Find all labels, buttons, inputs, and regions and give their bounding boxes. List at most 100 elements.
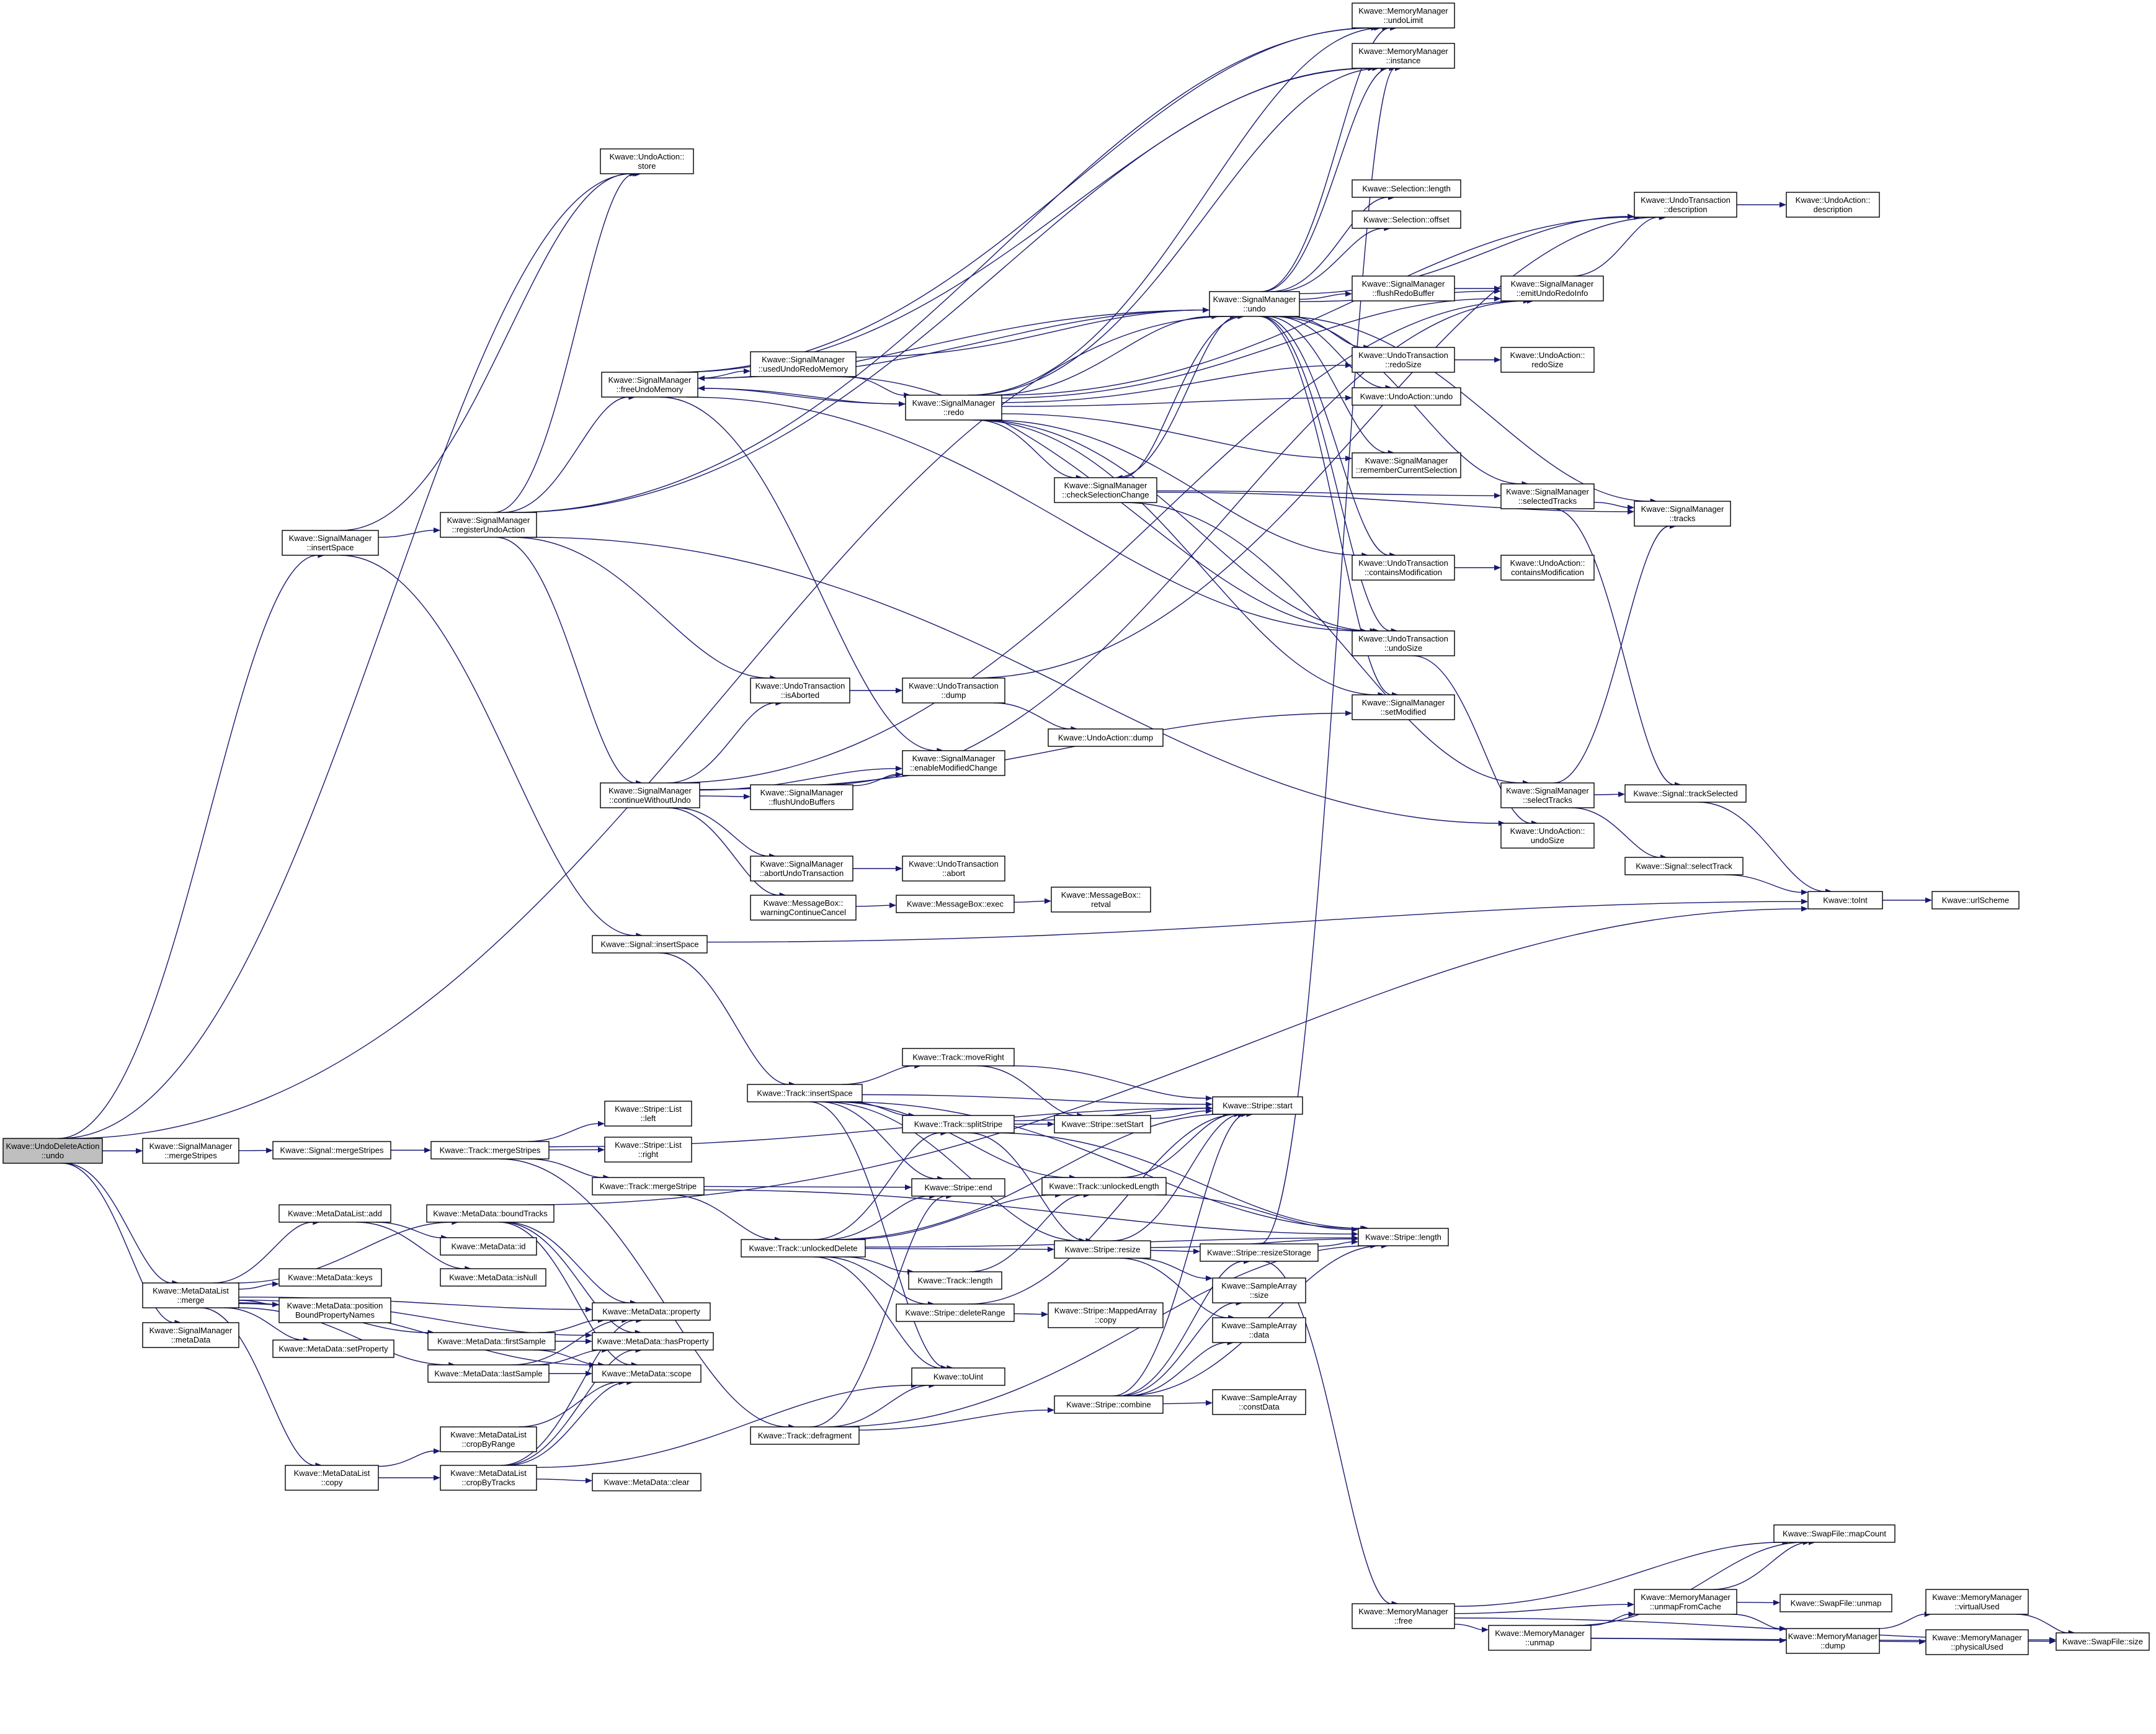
function-node-n98[interactable]: Kwave::SwapFile::size [2056,1632,2150,1651]
function-node-n69[interactable]: Kwave::Stripe::MappedArray::copy [1048,1302,1164,1328]
node-box[interactable] [902,677,1005,704]
function-node-n22[interactable]: Kwave::UndoTransaction::isAborted [750,677,850,704]
node-box[interactable] [592,1473,702,1491]
node-box[interactable] [750,351,857,377]
function-node-n52[interactable]: Kwave::UndoAction::undoSize [1500,823,1595,849]
function-node-n51[interactable]: Kwave::Signal::selectTrack [1624,857,1744,875]
node-box[interactable] [1786,1628,1880,1654]
function-node-n49[interactable]: Kwave::SignalManager::selectTracks [1500,782,1595,808]
node-box[interactable] [440,1268,546,1287]
node-box[interactable] [604,1137,692,1163]
function-node-n35[interactable]: Kwave::Selection::length [1352,179,1461,198]
node-box[interactable] [1048,1302,1164,1328]
function-node-n7[interactable]: Kwave::Track::mergeStripe [592,1177,705,1195]
function-node-n3[interactable]: Kwave::Signal::mergeStripes [272,1141,391,1160]
function-node-n17[interactable]: Kwave::SignalManager::freeUndoMemory [601,372,698,398]
node-box[interactable] [1500,555,1595,581]
function-node-n44[interactable]: Kwave::SignalManager::tracks [1634,501,1731,527]
function-node-n10[interactable]: Kwave::MetaDataList::merge [142,1282,239,1308]
node-box[interactable] [1786,192,1880,218]
function-node-n45[interactable]: Kwave::UndoTransaction::containsModifica… [1352,555,1455,581]
node-box[interactable] [601,372,698,398]
function-node-n40[interactable]: Kwave::UndoAction::redoSize [1500,347,1595,373]
function-node-n48[interactable]: Kwave::SignalManager::setModified [1352,694,1455,720]
function-node-n24[interactable]: Kwave::UndoAction::dump [1048,728,1164,747]
node-box[interactable] [1054,1115,1151,1133]
function-node-n41[interactable]: Kwave::UndoAction::undo [1352,387,1461,406]
node-box[interactable] [1352,275,1455,302]
function-node-n72[interactable]: Kwave::Stripe::combine [1054,1395,1164,1414]
node-box[interactable] [1054,1395,1164,1414]
node-box[interactable] [1212,1096,1303,1115]
function-node-n64[interactable]: Kwave::Stripe::resize [1054,1240,1151,1259]
node-box[interactable] [427,1364,550,1383]
function-node-n11[interactable]: Kwave::SignalManager::metaData [142,1322,239,1348]
function-node-n53[interactable]: Kwave::UndoTransaction::description [1634,192,1737,218]
function-node-n97[interactable]: Kwave::MemoryManager::physicalUsed [1925,1629,2029,1655]
function-node-n58[interactable]: Kwave::Track::splitStripe [902,1115,1015,1133]
function-node-n39[interactable]: Kwave::UndoTransaction::redoSize [1352,347,1455,373]
node-box[interactable] [750,677,850,704]
function-node-n67[interactable]: Kwave::SampleArray::size [1212,1277,1306,1303]
function-node-n59[interactable]: Kwave::Stripe::start [1212,1096,1303,1115]
function-node-n89[interactable]: Kwave::MetaData::clear [592,1473,702,1491]
node-box[interactable] [750,895,857,921]
function-node-n26[interactable]: Kwave::SignalManager::flushUndoBuffers [750,784,853,810]
function-node-n75[interactable]: Kwave::MetaData::boundTracks [426,1204,555,1223]
node-box[interactable] [1352,387,1461,406]
function-node-n90[interactable]: Kwave::MemoryManager::free [1352,1603,1455,1629]
function-node-n36[interactable]: Kwave::Selection::offset [1352,210,1461,229]
function-node-n74[interactable]: Kwave::MetaDataList::add [278,1204,391,1223]
function-node-n37[interactable]: Kwave::SignalManager::flushRedoBuffer [1352,275,1455,302]
node-box[interactable] [896,895,1015,913]
function-node-n86[interactable]: Kwave::MetaDataList::cropByRange [440,1426,537,1452]
node-box[interactable] [285,1465,379,1491]
node-box[interactable] [1634,501,1731,527]
function-node-n81[interactable]: Kwave::MetaData::firstSample [427,1332,556,1351]
node-box[interactable] [1051,887,1151,913]
node-box[interactable] [1634,1589,1737,1615]
node-box[interactable] [1212,1389,1306,1415]
node-box[interactable] [1352,630,1455,656]
node-box[interactable] [440,1465,537,1491]
function-node-n77[interactable]: Kwave::MetaData::isNull [440,1268,546,1287]
function-node-n30[interactable]: Kwave::MessageBox::warningContinueCancel [750,895,857,921]
function-node-n94[interactable]: Kwave::SwapFile::unmap [1780,1594,1892,1612]
function-node-n38[interactable]: Kwave::SignalManager::emitUndoRedoInfo [1500,275,1604,302]
node-box[interactable] [1352,694,1455,720]
function-node-n54[interactable]: Kwave::UndoAction::description [1786,192,1880,218]
function-node-n61[interactable]: Kwave::Stripe::end [911,1178,1005,1197]
function-node-n9[interactable]: Kwave::Track::defragment [750,1426,860,1445]
node-box[interactable] [1352,43,1455,69]
function-node-n47[interactable]: Kwave::UndoTransaction::undoSize [1352,630,1455,656]
function-node-n19[interactable]: Kwave::SignalManager::redo [905,395,1002,421]
function-node-n70[interactable]: Kwave::SampleArray::data [1212,1317,1306,1343]
node-box[interactable] [1780,1594,1892,1612]
node-box[interactable] [282,530,379,556]
function-node-n28[interactable]: Kwave::SignalManager::abortUndoTransacti… [750,856,853,882]
function-node-n33[interactable]: Kwave::MemoryManager::undoLimit [1352,2,1455,29]
function-node-n92[interactable]: Kwave::MemoryManager::unmapFromCache [1634,1589,1737,1615]
node-box[interactable] [278,1297,391,1323]
node-box[interactable] [1624,857,1744,875]
function-node-n20[interactable]: Kwave::SignalManager::undo [1209,291,1300,317]
node-box[interactable] [2056,1632,2150,1651]
function-node-n96[interactable]: Kwave::MemoryManager::virtualUsed [1925,1589,2029,1615]
node-box[interactable] [426,1204,555,1223]
node-box[interactable] [142,1138,239,1164]
function-node-n65[interactable]: Kwave::Stripe::resizeStorage [1200,1243,1319,1262]
function-node-n66[interactable]: Kwave::Track::length [908,1271,1002,1290]
node-box[interactable] [1352,1603,1455,1629]
node-box[interactable] [272,1339,394,1358]
function-node-n91[interactable]: Kwave::MemoryManager::unmap [1488,1625,1592,1651]
function-node-n78[interactable]: Kwave::MetaData::keys [278,1268,382,1287]
function-node-n43[interactable]: Kwave::SignalManager::selectedTracks [1500,483,1595,509]
function-node-n79[interactable]: Kwave::MetaData::positionBoundPropertyNa… [278,1297,391,1323]
node-box[interactable] [1212,1317,1306,1343]
node-box[interactable] [905,395,1002,421]
node-box[interactable] [592,1332,714,1351]
function-node-n76[interactable]: Kwave::MetaData::id [440,1237,537,1256]
function-node-n93[interactable]: Kwave::SwapFile::mapCount [1773,1524,1895,1543]
node-box[interactable] [1500,275,1604,302]
node-box[interactable] [896,1303,1015,1322]
